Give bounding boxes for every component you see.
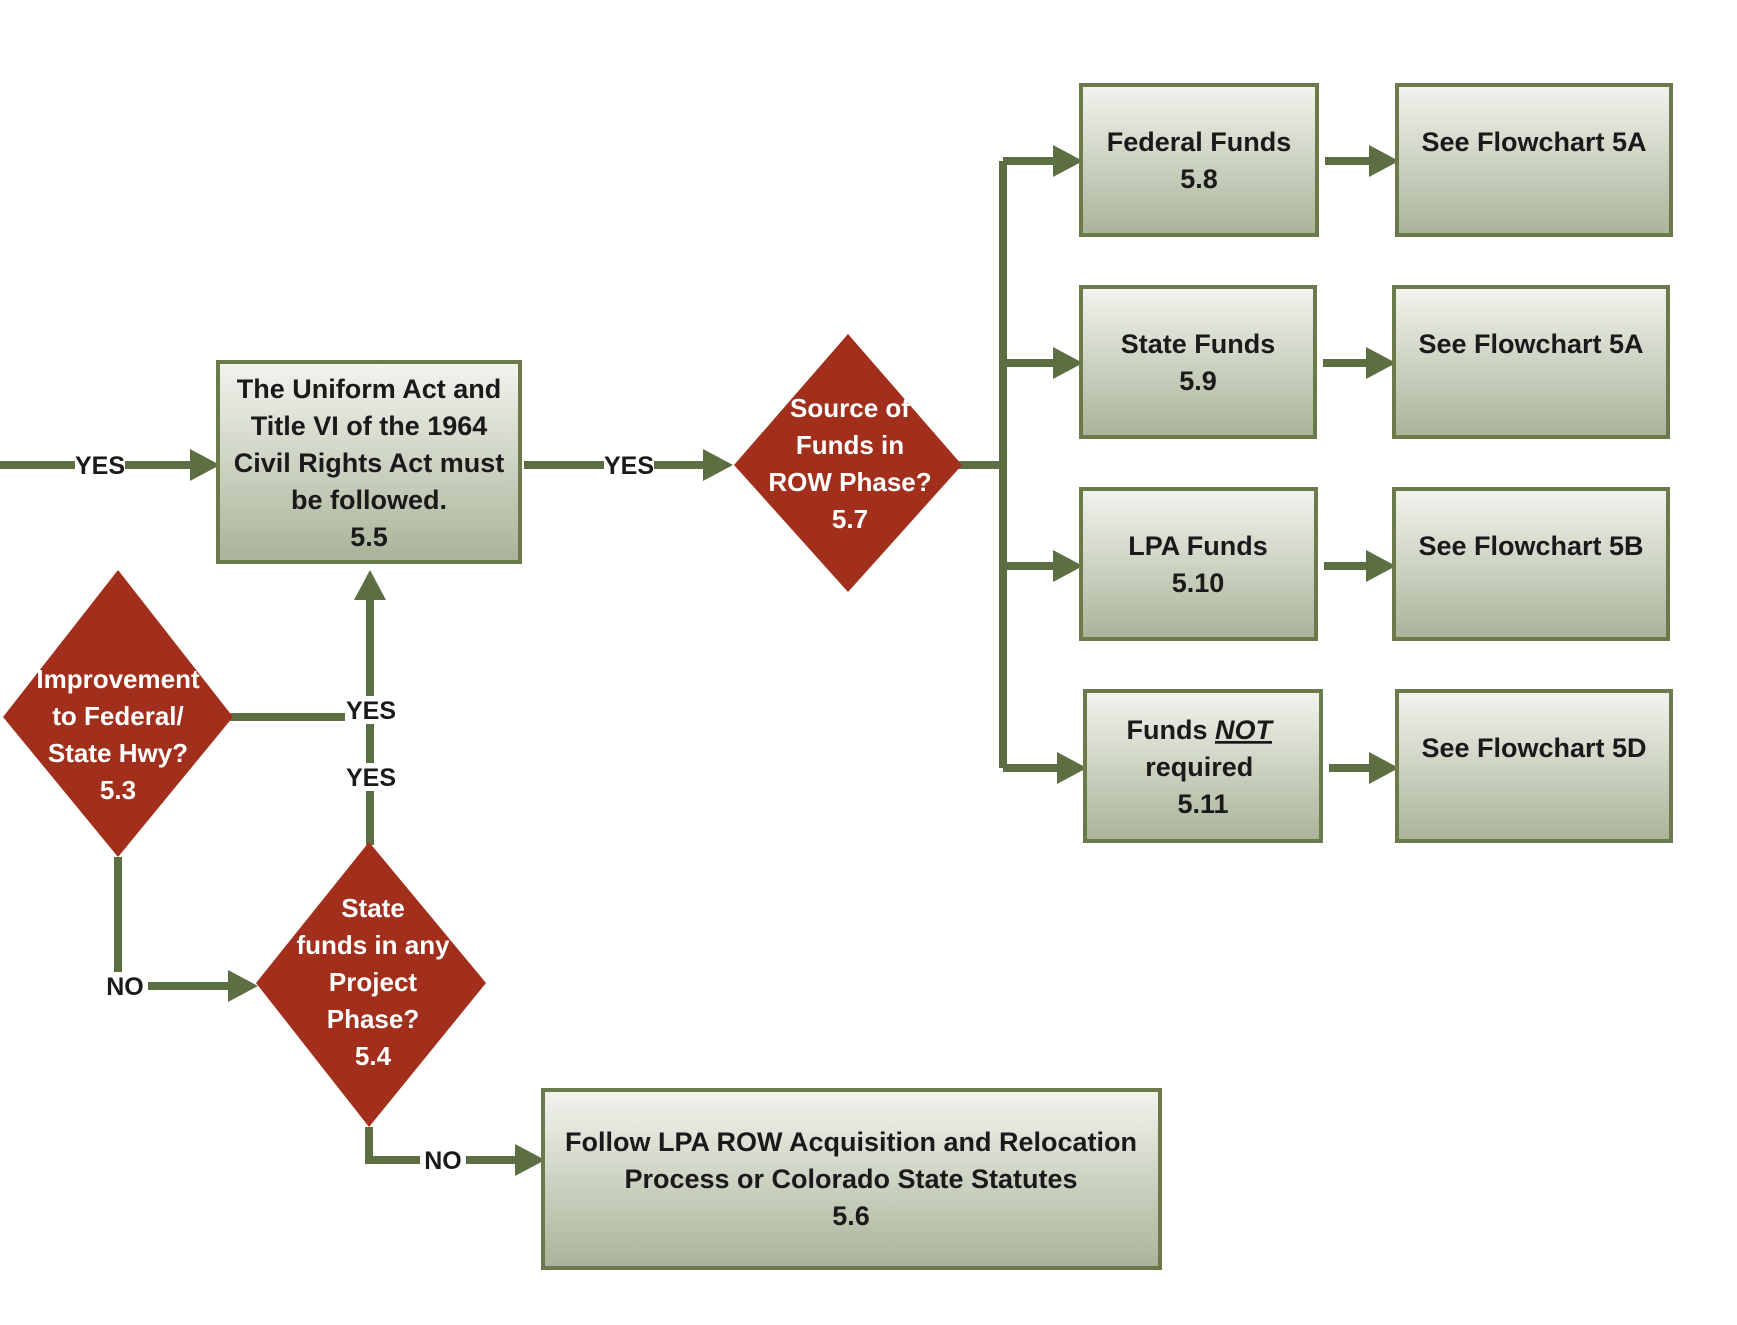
label-yes-from-5-3: YES	[346, 697, 396, 725]
text-line: Process or Colorado State Statutes	[624, 1164, 1077, 1194]
text-line: 5.9	[1179, 366, 1217, 396]
svg-text:See Flowchart 5D: See Flowchart 5D	[1421, 733, 1646, 763]
text-line: State Funds	[1121, 329, 1276, 359]
text-line: Funds in	[796, 430, 904, 460]
text-line: The Uniform Act and	[237, 374, 502, 404]
text-line: See Flowchart 5A	[1418, 329, 1643, 359]
edge-labels: YES YES YES YES NO NO	[75, 451, 654, 1175]
edge-5-7-branches	[958, 145, 1087, 784]
text-line: Improvement	[36, 664, 200, 694]
text-line: Civil Rights Act must	[234, 448, 505, 478]
result-box-see-flowchart-5a-federal: See Flowchart 5A	[1395, 83, 1673, 237]
text-line: 5.8	[1180, 164, 1218, 194]
label-yes-into-5-5: YES	[75, 452, 125, 480]
emphasis-not: NOT	[1215, 715, 1275, 745]
text-line: State Hwy?	[48, 738, 188, 768]
text-line: 5.7	[832, 504, 868, 534]
svg-text:See Flowchart 5A: See Flowchart 5A	[1421, 127, 1646, 157]
label-no-from-5-4: NO	[424, 1147, 462, 1175]
text-line: 5.3	[100, 775, 136, 805]
label-yes-5-5-to-5-7: YES	[604, 452, 654, 480]
text-line: to Federal/	[52, 701, 183, 731]
text-line: 5.4	[355, 1041, 392, 1071]
text-line: 5.5	[350, 522, 388, 552]
text-line: See Flowchart 5A	[1421, 127, 1646, 157]
text-line: State	[341, 893, 405, 923]
text-line: ROW Phase?	[768, 467, 931, 497]
decision-diamond-5-3: Improvement to Federal/State Hwy? 5.3	[3, 570, 233, 857]
svg-text:Follow LPA ROW Acquisition and: Follow LPA ROW Acquisition and Relocatio…	[565, 1127, 1137, 1231]
result-box-see-flowchart-5a-state: See Flowchart 5A	[1392, 285, 1670, 439]
process-box-5-11: Funds NOT required 5.11	[1083, 689, 1323, 843]
text-line: funds in any	[296, 930, 450, 960]
svg-text:See Flowchart 5B: See Flowchart 5B	[1418, 531, 1643, 561]
edge-fund-to-result	[1323, 145, 1399, 784]
text-line: LPA Funds	[1128, 531, 1267, 561]
process-box-5-9: State Funds 5.9	[1079, 285, 1317, 439]
svg-text:Funds NOT required: Funds NOT required 5.11	[1126, 715, 1279, 819]
decision-diamond-5-7: Source of Funds in ROW Phase? 5.7	[734, 334, 962, 592]
text-line: See Flowchart 5B	[1418, 531, 1643, 561]
text-line: Project	[329, 967, 417, 997]
text-line: 5.10	[1172, 568, 1225, 598]
text-line: 5.6	[832, 1201, 870, 1231]
label-yes-from-5-4: YES	[346, 764, 396, 792]
svg-text:See Flowchart 5A: See Flowchart 5A	[1418, 329, 1643, 359]
result-box-see-flowchart-5d: See Flowchart 5D	[1395, 689, 1673, 843]
text-line: Follow LPA ROW Acquisition and Relocatio…	[565, 1127, 1137, 1157]
text-line: See Flowchart 5D	[1421, 733, 1646, 763]
text-line: Phase?	[327, 1004, 420, 1034]
edge-5-4-to-5-6	[365, 1127, 545, 1176]
process-box-5-10: LPA Funds 5.10	[1079, 487, 1318, 641]
label-no-from-5-3: NO	[106, 973, 144, 1001]
text-line: Source of	[790, 393, 910, 423]
process-box-5-8: Federal Funds 5.8	[1079, 83, 1319, 237]
text-line: Title VI of the 1964	[251, 411, 488, 441]
result-box-see-flowchart-5b: See Flowchart 5B	[1392, 487, 1670, 641]
text-line: Federal Funds	[1107, 127, 1292, 157]
text-line: be followed.	[291, 485, 447, 515]
process-box-5-6: Follow LPA ROW Acquisition and Relocatio…	[541, 1088, 1162, 1270]
